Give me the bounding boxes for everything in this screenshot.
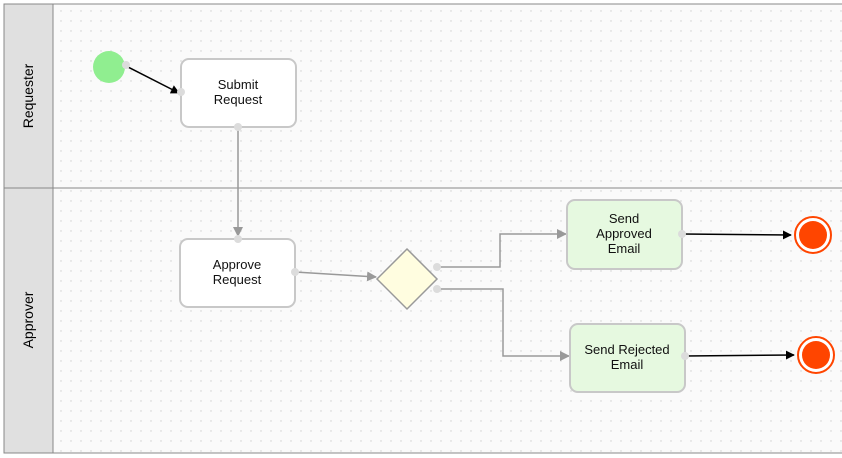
task-submit-label-line2: Request bbox=[214, 92, 263, 107]
start-event[interactable] bbox=[93, 51, 125, 83]
exclusive-gateway[interactable] bbox=[375, 247, 439, 311]
port-start-out bbox=[122, 61, 130, 69]
task-rejected-label-line1: Send Rejected bbox=[584, 342, 669, 357]
flow-gateway-to-approved[interactable] bbox=[437, 229, 567, 268]
task-submit-label-line1: Submit bbox=[218, 77, 259, 92]
task-approved-label-line1: Send bbox=[609, 211, 639, 226]
task-approve-label-line2: Request bbox=[213, 272, 262, 287]
task-send-rejected-email[interactable]: Send Rejected Email bbox=[569, 323, 686, 393]
port-approve-out bbox=[291, 268, 299, 276]
lane-label-requester: Requester bbox=[20, 63, 36, 128]
flow-gateway-to-rejected[interactable] bbox=[437, 288, 570, 361]
flow-approved-to-end[interactable] bbox=[681, 230, 792, 240]
flow-approve-to-gateway[interactable] bbox=[294, 271, 377, 282]
lane-label-approver: Approver bbox=[20, 291, 36, 348]
task-send-approved-email[interactable]: Send Approved Email bbox=[566, 199, 683, 270]
lane-header-requester[interactable] bbox=[3, 3, 54, 189]
end-event-approved[interactable] bbox=[794, 216, 832, 254]
port-submit-out bbox=[234, 123, 242, 131]
task-approve-label-line1: Approve bbox=[213, 257, 261, 272]
task-rejected-label-line2: Email bbox=[611, 357, 644, 372]
port-submit-in bbox=[177, 88, 185, 96]
task-submit-request[interactable]: Submit Request bbox=[180, 58, 297, 128]
connection-ports bbox=[122, 61, 689, 360]
port-approved-out bbox=[678, 230, 686, 238]
task-approve-request[interactable]: Approve Request bbox=[179, 238, 296, 308]
port-gateway-out-bottom bbox=[433, 285, 441, 293]
port-approve-in bbox=[234, 235, 242, 243]
end-event-rejected[interactable] bbox=[797, 336, 835, 374]
grid-pattern bbox=[53, 4, 842, 453]
flow-rejected-to-end[interactable] bbox=[684, 350, 795, 360]
port-gateway-out-top bbox=[433, 263, 441, 271]
flow-start-to-submit[interactable] bbox=[125, 65, 180, 94]
port-rejected-out bbox=[681, 352, 689, 360]
task-approved-label-line2: Approved bbox=[596, 226, 652, 241]
task-approved-label-line3: Email bbox=[608, 241, 641, 256]
